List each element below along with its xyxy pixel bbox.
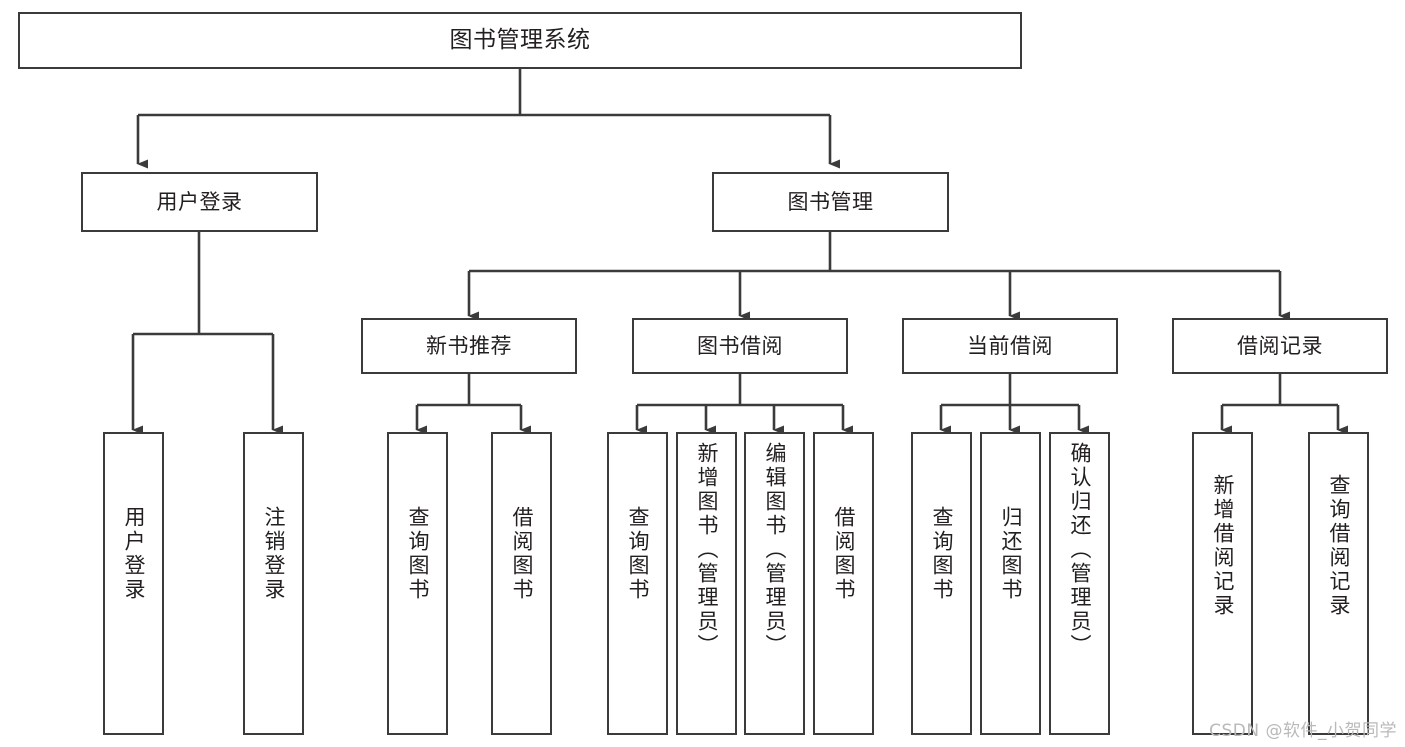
node-root-book-management-system[interactable]: 图书管理系统 <box>18 12 1022 69</box>
node-label: 查询借阅记录 <box>1327 474 1351 618</box>
leaf-borrow-book-2[interactable]: 借阅图书 <box>813 432 874 735</box>
node-label: 新增借阅记录 <box>1211 474 1235 618</box>
watermark-text: CSDN @软件_小贺同学 <box>1209 721 1397 741</box>
node-label: 编辑图书（管理员） <box>763 442 787 658</box>
node-label: 用户登录 <box>122 506 146 602</box>
node-label: 查询图书 <box>406 506 430 602</box>
leaf-borrow-book-1[interactable]: 借阅图书 <box>491 432 552 735</box>
node-borrow-record[interactable]: 借阅记录 <box>1172 318 1388 374</box>
node-label: 当前借阅 <box>967 333 1053 358</box>
node-label: 图书管理 <box>787 189 874 214</box>
leaf-query-book-1[interactable]: 查询图书 <box>387 432 448 735</box>
node-book-borrow[interactable]: 图书借阅 <box>632 318 848 374</box>
leaf-edit-book[interactable]: 编辑图书（管理员） <box>744 432 805 735</box>
leaf-query-book-3[interactable]: 查询图书 <box>911 432 972 735</box>
leaf-return-book[interactable]: 归还图书 <box>980 432 1041 735</box>
leaf-query-record[interactable]: 查询借阅记录 <box>1308 432 1369 735</box>
leaf-add-book[interactable]: 新增图书（管理员） <box>676 432 737 735</box>
node-label: 归还图书 <box>999 506 1023 602</box>
node-book-management[interactable]: 图书管理 <box>712 172 949 232</box>
node-new-book-recommend[interactable]: 新书推荐 <box>361 318 577 374</box>
node-label: 查询图书 <box>626 506 650 602</box>
node-label: 借阅图书 <box>510 506 534 602</box>
leaf-logout-login[interactable]: 注销登录 <box>243 432 304 735</box>
leaf-confirm-return[interactable]: 确认归还（管理员） <box>1049 432 1110 735</box>
node-label: 借阅记录 <box>1237 333 1323 358</box>
leaf-add-record[interactable]: 新增借阅记录 <box>1192 432 1253 735</box>
node-current-borrow[interactable]: 当前借阅 <box>902 318 1118 374</box>
leaf-query-book-2[interactable]: 查询图书 <box>607 432 668 735</box>
node-label: 图书管理系统 <box>449 26 591 53</box>
node-label: 查询图书 <box>930 506 954 602</box>
node-label: 图书借阅 <box>697 333 783 358</box>
node-label: 确认归还（管理员） <box>1068 442 1092 658</box>
node-label: 借阅图书 <box>832 506 856 602</box>
node-label: 注销登录 <box>262 506 286 602</box>
node-label: 用户登录 <box>156 189 243 214</box>
node-user-login[interactable]: 用户登录 <box>81 172 318 232</box>
node-label: 新增图书（管理员） <box>695 442 719 658</box>
leaf-user-login[interactable]: 用户登录 <box>103 432 164 735</box>
node-label: 新书推荐 <box>426 333 512 358</box>
